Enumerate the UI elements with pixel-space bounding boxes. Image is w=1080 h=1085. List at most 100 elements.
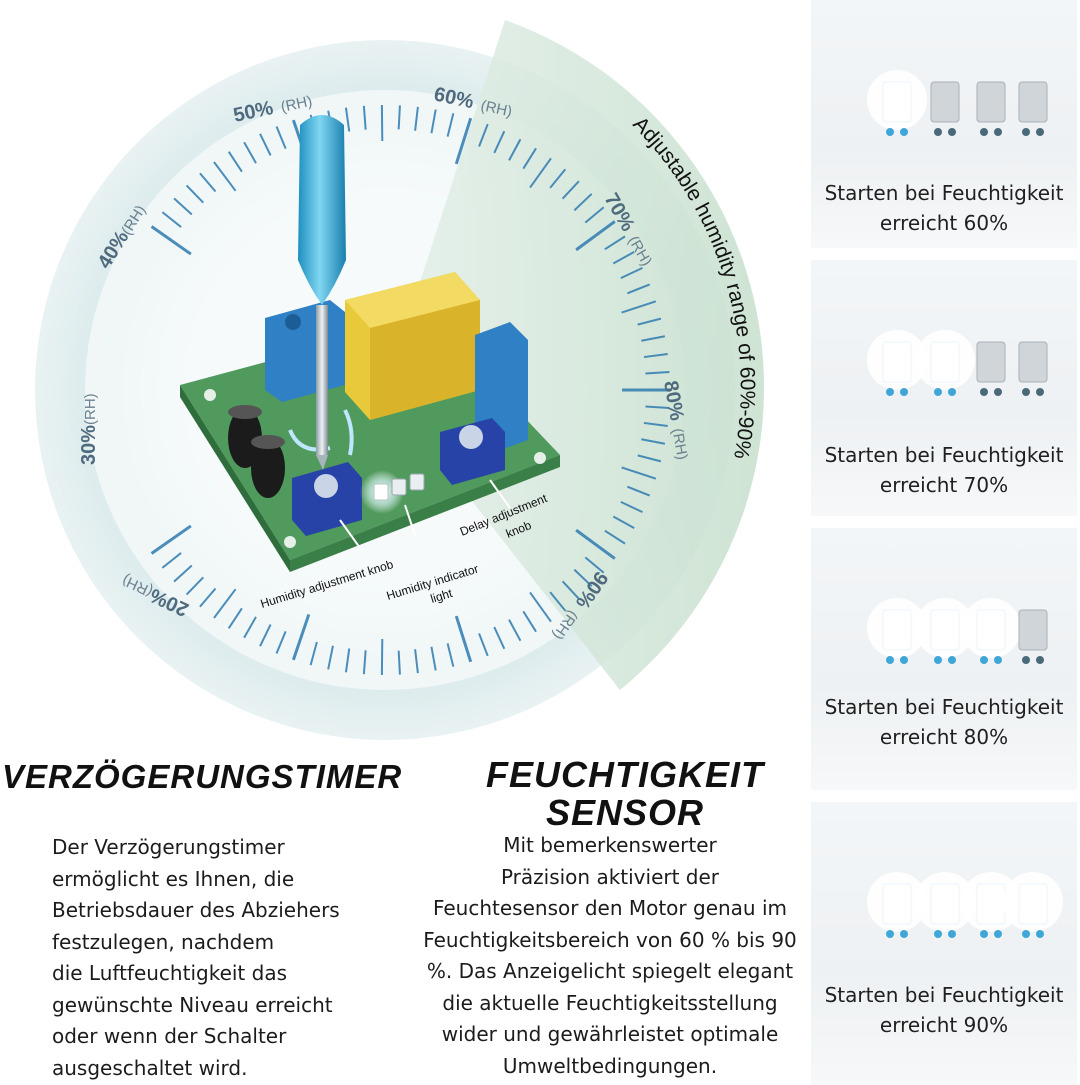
led-pin [934,930,942,938]
text-line: ausgeschaltet wird. [52,1055,248,1080]
dial-tick [508,138,522,161]
dial-tick [645,370,670,375]
dial-tick [508,619,522,642]
humidity-dial: 20% (RH) 30% (RH) 40% (RH) 50% (RH) 60% … [35,20,765,740]
dial-tick [430,646,437,671]
led-pin [900,656,908,664]
dial-tick [397,105,401,130]
callout-line [404,504,416,536]
tick-label-30: 30% (RH) [78,393,100,465]
text-line: Feuchtesensor den Motor genau im [432,896,788,920]
led-strip [867,330,1048,396]
timer-heading: VERZÖGERUNGSTIMER [2,758,403,795]
dial-tick [243,141,257,164]
tick-label-value: 30% [78,425,100,465]
led-pin [948,656,956,664]
sensor-heading-line: FEUCHTIGKEIT [486,754,764,795]
relay-side [370,300,480,420]
dial-tick [259,133,272,156]
electrolytic-capacitor-top [251,435,285,449]
led-strip [867,70,1048,136]
led-pin [980,656,988,664]
led-pin [994,656,1002,664]
led-pin [994,388,1002,396]
callout-indicator-light-2: light [429,586,455,606]
led-lit-icon [882,609,912,651]
dial-tick [309,641,318,666]
range-sector [385,20,765,690]
dial-tick [397,650,401,675]
led-pin [980,128,988,136]
dial-tick [522,147,537,170]
dial-tick [478,633,489,657]
led-pin [934,128,942,136]
dial-tick [493,626,506,650]
text-line: wider und gewährleistet optimale [441,1022,779,1046]
dial-tick [446,643,455,667]
dial-tick [362,650,367,675]
humidity-potentiometer [292,462,362,536]
led-pin [900,388,908,396]
led-strip [867,872,1063,938]
dial-tick [199,587,217,608]
dial-tick [454,117,473,165]
indicator-led [391,478,407,496]
text-line: die Luftfeuchtigkeit das [52,961,287,985]
led-panel-caption: Starten bei Feuchtigkeit erreicht 90% [811,980,1077,1040]
led-off-icon [1018,341,1048,383]
dial-tick [478,123,489,147]
led-pin [1036,128,1044,136]
led-panel-60: Starten bei Feuchtigkeit erreicht 60% [811,0,1077,248]
dial-tick [627,283,651,295]
dial-tick [185,184,205,204]
screwdriver-handle [298,115,346,305]
dial-tick [414,106,419,131]
terminal-screw [285,314,301,330]
text-line: Präzision aktiviert der [500,864,720,889]
delay-pot-dial [459,425,483,449]
led-off-icon [930,81,960,123]
pcb-hole [284,536,296,548]
led-pin [934,656,942,664]
led-off-icon [1018,609,1048,651]
led-off-icon [976,341,1006,383]
dial-tick [637,454,662,463]
humidity-pot-dial [314,474,338,498]
dial-tick [643,421,668,427]
dial-tick [621,300,657,314]
dial-tick [641,335,666,342]
screwdriver-icon [298,115,346,470]
led-panel-70: Starten bei Feuchtigkeit erreicht 70% [811,260,1077,516]
dial-tick [446,113,455,137]
dial-tick [430,109,437,134]
pcb-hole [204,389,216,401]
dial-tick [620,500,643,514]
dial-tick [549,168,567,189]
indicator-led [373,483,389,501]
caption-line: Starten bei Feuchtigkeit [824,181,1064,205]
dial-tick [213,588,237,619]
dial-tick [344,107,351,132]
led-lit-icon [930,609,960,651]
relay-top [345,272,480,328]
caption-line: erreicht 60% [879,211,1009,235]
caption-line: erreicht 80% [879,725,1009,749]
sensor-description: Mit bemerkenswerter Präzision aktiviert … [405,830,815,1082]
dial-tick [493,130,506,154]
pcb-hole [534,452,546,464]
dial-tick [529,591,552,623]
dial-tick [454,615,473,663]
sensor-heading: FEUCHTIGKEIT SENSOR [450,756,800,832]
dial-tick [627,485,651,497]
led-pin [948,388,956,396]
led-pin [948,930,956,938]
led-pin [948,128,956,136]
text-line: Umweltbedingungen. [502,1053,718,1078]
dial-tick [522,610,537,633]
dial-tick [161,552,182,569]
terminal-block [265,300,345,402]
led-lit-icon [930,341,960,383]
caption-line: Starten bei Feuchtigkeit [824,443,1064,467]
led-off-icon [1018,81,1048,123]
dial-tick [275,630,287,654]
